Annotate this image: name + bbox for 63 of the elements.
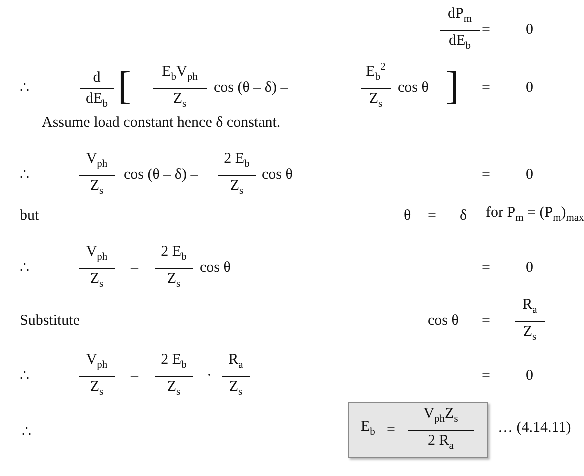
numerator: V$_{ph}$ (86, 351, 108, 373)
note-text: Assume load constant hence δ constant. (42, 114, 281, 132)
denominator: dE$_{b}$ (449, 32, 471, 54)
math-term: 0 (526, 259, 534, 277)
math-term: E$_{b}$ (361, 418, 376, 440)
math-term: 0 (526, 21, 534, 39)
math-term: cos (θ – δ) – (124, 166, 198, 184)
math-term: · (207, 367, 212, 385)
numerator: d (93, 69, 101, 87)
denominator: Z$_{s}$ (90, 378, 104, 400)
equals-sign: = (482, 312, 490, 330)
therefore-sign: ∴ (20, 259, 30, 277)
therefore-sign: ∴ (20, 79, 30, 97)
numerator: 2 E$_{b}$ (224, 150, 250, 172)
therefore-sign: ∴ (22, 423, 32, 441)
equals-sign: = (482, 259, 490, 277)
denominator: 2 R$_{a}$ (428, 432, 454, 454)
numerator: R$_{a}$ (228, 351, 244, 373)
equals-sign: = (428, 207, 436, 225)
math-term: cos θ (200, 259, 231, 277)
equals-sign: = (482, 21, 490, 39)
denominator: Z$_{s}$ (90, 177, 104, 199)
numerator: V$_{ph}$ (86, 150, 108, 172)
math-term: – (131, 259, 138, 277)
denominator: Z$_{s}$ (523, 323, 537, 345)
word-text: but (20, 207, 40, 225)
math-term: δ (460, 207, 468, 225)
denominator: dE$_{b}$ (86, 90, 108, 112)
equals-sign: = (482, 367, 490, 385)
denominator: Z$_{s}$ (90, 270, 104, 292)
math-term: 0 (526, 166, 534, 184)
math-term: cos θ (428, 312, 459, 330)
denominator: Z$_{s}$ (167, 270, 181, 292)
math-term: cos θ (262, 166, 293, 184)
numerator: V$_{ph}$Z$_{s}$ (424, 405, 458, 427)
denominator: Z$_{s}$ (173, 90, 187, 112)
math-term: 0 (526, 79, 534, 97)
numerator: R$_{a}$ (522, 296, 538, 318)
numerator: 2 E$_{b}$ (161, 243, 187, 265)
math-term: θ (404, 207, 412, 225)
equals-sign: = (387, 421, 396, 439)
denominator: Z$_{s}$ (229, 378, 243, 400)
equation-number: … (4.14.11) (498, 419, 572, 437)
numerator: V$_{ph}$ (86, 243, 108, 265)
equals-sign: = (482, 79, 490, 97)
math-term: – (131, 367, 138, 385)
numerator: dP$_{m}$ (448, 5, 472, 27)
denominator: Z$_{s}$ (230, 177, 244, 199)
word-text: Substitute (20, 312, 80, 330)
bracket: [ (118, 64, 132, 108)
denominator: Z$_{s}$ (167, 378, 181, 400)
therefore-sign: ∴ (20, 367, 30, 385)
result-box (348, 402, 488, 458)
condition-text: for P$_{m}$ = (P$_{m}$)$_{max}$ (486, 204, 584, 226)
numerator: 2 E$_{b}$ (161, 351, 187, 373)
math-term: cos θ (398, 79, 429, 97)
equals-sign: = (482, 166, 490, 184)
therefore-sign: ∴ (20, 166, 30, 184)
math-term: 0 (526, 367, 534, 385)
bracket: ] (446, 64, 460, 108)
math-term: cos (θ – δ) – (214, 79, 288, 97)
numerator: E$_{b}$V$_{ph}$ (162, 63, 198, 85)
denominator: Z$_{s}$ (369, 90, 383, 112)
